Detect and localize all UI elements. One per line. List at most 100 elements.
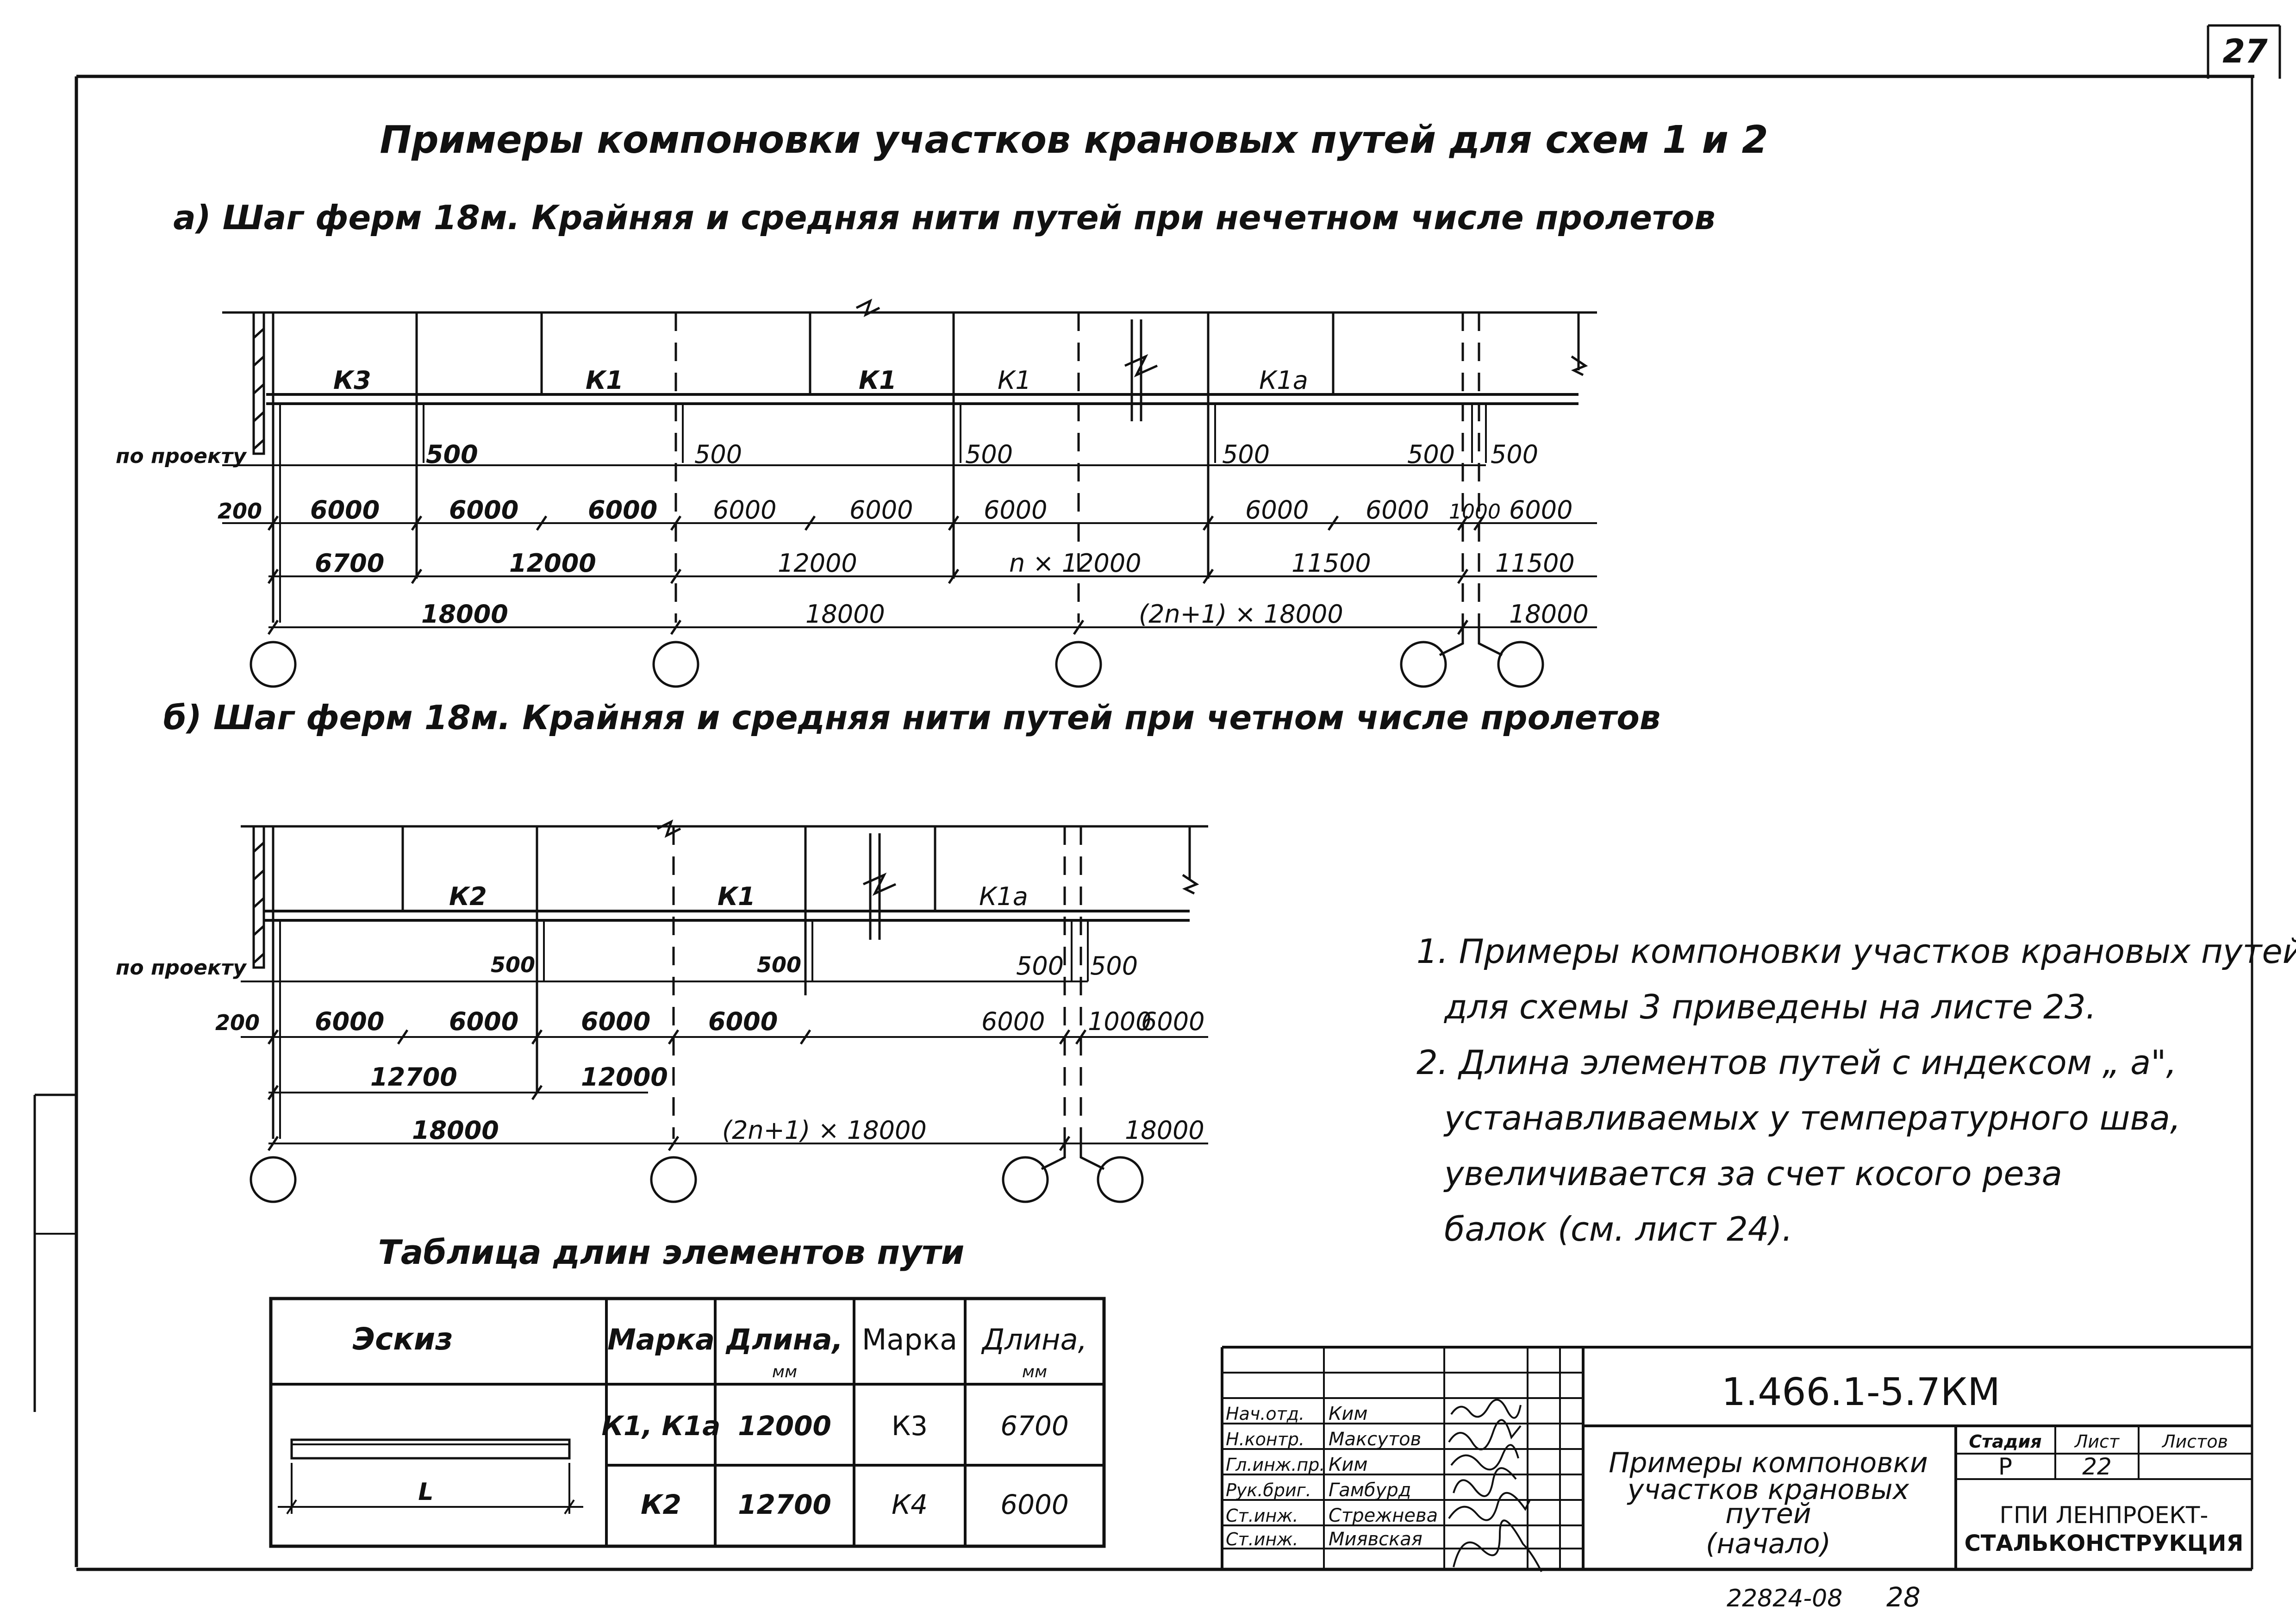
person-name: Максутов: [1329, 1429, 1421, 1450]
dim-row1: 6000: [1366, 495, 1429, 525]
mark-label: К1: [998, 366, 1031, 395]
drawing-name: участков крановых: [1627, 1474, 1909, 1506]
section-a-heading: а) Шаг ферм 18м. Крайняя и средняя нити …: [173, 198, 1716, 237]
dim-row1: 200: [218, 499, 262, 524]
role: Ст.инж.: [1226, 1529, 1298, 1549]
cell: 6700: [1000, 1410, 1069, 1442]
note-line: для схемы 3 приведены на листе 23.: [1443, 987, 2096, 1026]
dim-row2: n × 12000: [1009, 549, 1142, 578]
dim-row1: 6000: [449, 1007, 518, 1036]
page-title: Примеры компоновки участков крановых пут…: [380, 118, 1768, 162]
th-unit: мм: [1022, 1362, 1047, 1381]
mark-label: К2: [449, 882, 487, 911]
th-length: Длина,: [981, 1323, 1087, 1356]
note-line: 1. Примеры компоновки участков крановых …: [1416, 932, 2296, 971]
dim-row1: 6000: [981, 1007, 1045, 1036]
cell: К4: [892, 1489, 928, 1520]
dim-row3: 18000: [1125, 1116, 1204, 1145]
role: Рук.бриг.: [1226, 1480, 1311, 1500]
org-name: ГПИ ЛЕНПРОЕКТ-: [2000, 1502, 2209, 1529]
dim-row3: (2n+1) × 18000: [1139, 600, 1343, 629]
archive-number: 22824-08: [1727, 1585, 1842, 1612]
dim-500: 500: [757, 952, 801, 977]
cell: К3: [892, 1410, 928, 1442]
dim-row1: 6000: [588, 495, 657, 525]
dim-row3: (2n+1) × 18000: [722, 1116, 927, 1145]
mark-label: К3: [333, 366, 371, 395]
dim-row1: 6000: [849, 495, 913, 525]
dim-500: 500: [1016, 951, 1064, 981]
dim-row1: 6000: [984, 495, 1047, 525]
mark-label: К1: [586, 366, 624, 395]
length-table-text: Эскиз Марка Длина, мм Марка Длина, мм L …: [353, 1321, 1087, 1520]
dim-row3: 18000: [421, 600, 508, 629]
section-a-labels: К3 К1 К1 К1 К1а по проекту 500 500 500 5…: [116, 366, 1589, 629]
cell: 12700: [738, 1489, 831, 1520]
dim-row2: 12000: [778, 549, 857, 578]
drawing-name: путей: [1725, 1498, 1811, 1530]
dim-row2: 11500: [1495, 549, 1575, 578]
person-name: Стрежнева: [1329, 1505, 1438, 1526]
person-name: Гамбурд: [1329, 1480, 1411, 1501]
dim-row1: 200: [215, 1010, 260, 1035]
stage-value: Р: [1998, 1453, 2012, 1480]
cell: 12000: [738, 1410, 831, 1442]
stage-header: Стадия: [1969, 1431, 2041, 1452]
th-sketch: Эскиз: [353, 1321, 453, 1357]
cell: 6000: [1000, 1489, 1069, 1520]
dim-500: 500: [491, 952, 535, 977]
dim-row1: 1000: [1449, 500, 1501, 524]
note-line: балок (см. лист 24).: [1444, 1210, 1793, 1249]
dim-500: 500: [1090, 951, 1138, 981]
dim-row1: 6000: [1509, 495, 1572, 525]
title-block: [1221, 1346, 2252, 1572]
role: Ст.инж.: [1226, 1505, 1298, 1526]
sheet-header: Лист: [2074, 1431, 2120, 1452]
mark-label: К1: [718, 882, 755, 911]
mark-label: К1: [859, 366, 897, 395]
section-b-labels: К2 К1 К1а по проекту 500 500 500 500 200…: [116, 882, 1204, 1145]
org-name: СТАЛЬКОНСТРУКЦИЯ: [1965, 1530, 2244, 1556]
project-label: по проекту: [116, 444, 247, 468]
role: Нач.отд.: [1226, 1404, 1304, 1424]
dim-row1: 1000: [1088, 1007, 1151, 1036]
person-name: Ким: [1329, 1403, 1368, 1424]
dim-row1: 6000: [708, 1007, 778, 1036]
dim-500: 500: [1407, 440, 1455, 469]
dim-row1: 6000: [310, 495, 380, 525]
mark-label: К1а: [1259, 366, 1308, 395]
note-line: устанавливаемых у температурного шва,: [1443, 1099, 2181, 1137]
section-b-heading: б) Шаг ферм 18м. Крайняя и средняя нити …: [163, 698, 1661, 737]
length-table: [269, 1297, 1106, 1548]
th-mark: Марка: [862, 1323, 957, 1356]
drawing-name: Примеры компоновки: [1609, 1447, 1928, 1479]
dim-500: 500: [426, 440, 478, 469]
project-label: по проекту: [116, 956, 247, 980]
drawing-code: 1.466.1-5.7КМ: [1722, 1370, 2000, 1414]
dim-row2: 12000: [509, 549, 596, 578]
dim-row2: 6700: [315, 549, 384, 578]
dim-row2: 11500: [1292, 549, 1371, 578]
cell: К2: [641, 1489, 681, 1520]
cell: К1, К1а: [602, 1410, 721, 1442]
dim-500: 500: [1491, 440, 1538, 469]
dim-500: 500: [694, 440, 742, 469]
sheet-frame: [33, 24, 2281, 1571]
th-length: Длина,: [725, 1323, 843, 1356]
person-name: Миявская: [1329, 1529, 1423, 1550]
dim-row1: 6000: [713, 495, 776, 525]
dim-row1: 6000: [315, 1007, 384, 1036]
dim-row3: 18000: [412, 1116, 499, 1145]
section-a-diagram: [222, 299, 1597, 688]
notes: 1. Примеры компоновки участков крановых …: [1416, 932, 2296, 1249]
role: Н.контр.: [1226, 1429, 1304, 1449]
sheets-header: Листов: [2161, 1431, 2228, 1452]
mark-label: К1а: [979, 882, 1028, 911]
note-line: 2. Длина элементов путей с индексом „ а"…: [1416, 1043, 2177, 1082]
note-line: увеличивается за счет косого реза: [1443, 1154, 2062, 1193]
table-title: Таблица длин элементов пути: [378, 1233, 965, 1272]
th-mark: Марка: [607, 1323, 715, 1356]
role: Гл.инж.пр.: [1226, 1455, 1325, 1475]
page-number: 28: [1886, 1581, 1921, 1613]
